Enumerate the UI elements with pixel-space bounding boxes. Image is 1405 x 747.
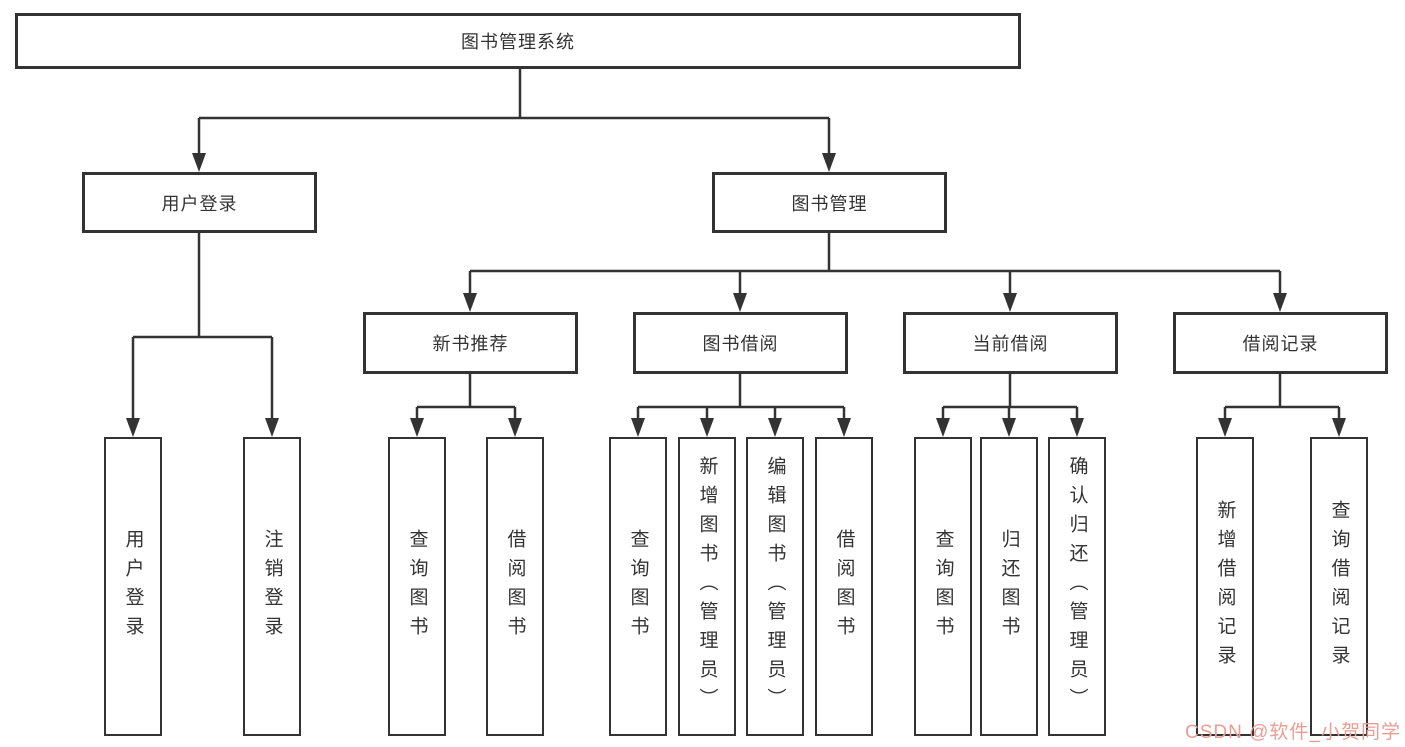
connector-book-management xyxy=(463,233,1287,312)
leaf-query-borrow-record: 查询借阅记录 xyxy=(1310,437,1368,736)
node-new-book-recommendation: 新书推荐 xyxy=(363,312,578,374)
leaf-add-books-admin: 新增图书（管理员） xyxy=(678,437,736,736)
connector-current-borrowing xyxy=(936,374,1084,437)
leaf-borrow-books-recommend: 借阅图书 xyxy=(486,437,544,736)
node-book-borrowing: 图书借阅 xyxy=(633,312,848,374)
connector-root xyxy=(192,69,836,172)
leaf-confirm-return-admin: 确认归还（管理员） xyxy=(1048,437,1106,736)
node-borrowing-records: 借阅记录 xyxy=(1173,312,1388,374)
leaf-query-books-borrowing: 查询图书 xyxy=(609,437,667,736)
node-book-management: 图书管理 xyxy=(712,172,947,233)
leaf-logout: 注销登录 xyxy=(243,437,301,736)
leaf-edit-books-admin: 编辑图书（管理员） xyxy=(746,437,804,736)
leaf-query-books-recommend: 查询图书 xyxy=(388,437,446,736)
watermark: CSDN @软件_小贺同学 xyxy=(1185,722,1401,743)
node-library-management-system: 图书管理系统 xyxy=(15,13,1021,69)
leaf-return-books: 归还图书 xyxy=(980,437,1038,736)
leaf-user-login: 用户登录 xyxy=(104,437,162,736)
leaf-add-borrow-record: 新增借阅记录 xyxy=(1196,437,1254,736)
leaf-query-books-current: 查询图书 xyxy=(914,437,972,736)
node-current-borrowing: 当前借阅 xyxy=(903,312,1118,374)
connector-borrowing-records xyxy=(1218,374,1346,437)
connector-book-borrowing xyxy=(631,374,851,437)
leaf-borrow-books-borrowing: 借阅图书 xyxy=(815,437,873,736)
connector-new-book-recommendation xyxy=(410,374,522,437)
connector-user-login xyxy=(126,233,279,437)
node-user-login: 用户登录 xyxy=(82,172,317,233)
